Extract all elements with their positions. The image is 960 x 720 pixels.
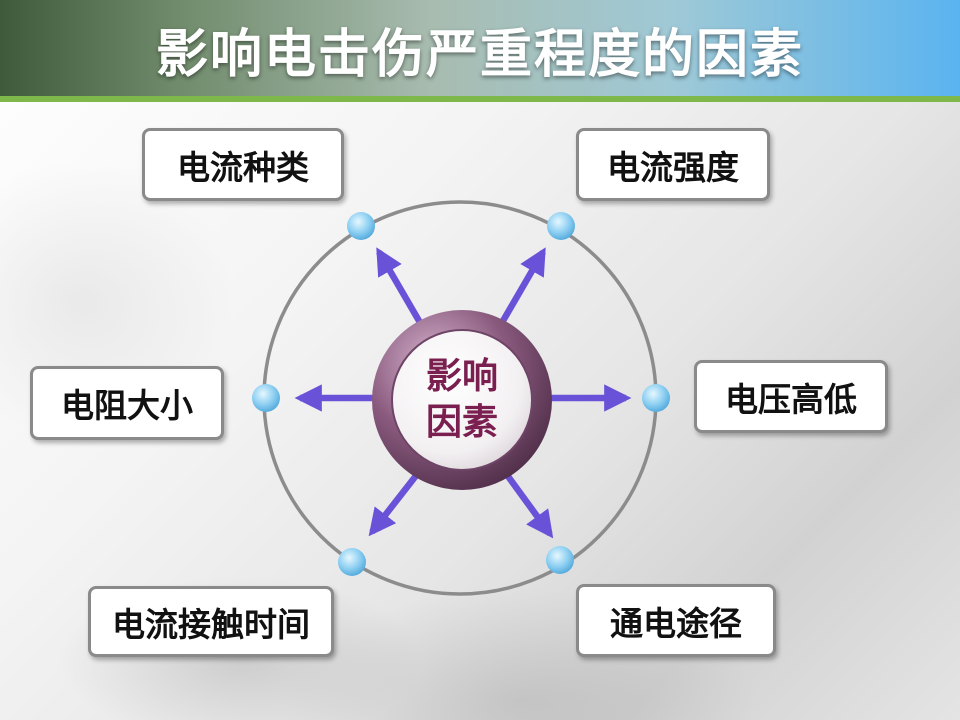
node-current-path <box>546 546 574 574</box>
node-voltage <box>642 384 670 412</box>
center-label-line2: 因素 <box>425 402 498 443</box>
factor-box-resistance: 电阻大小 <box>30 366 224 440</box>
factor-label: 通电途径 <box>610 603 742 643</box>
arrow-to-current-path <box>499 466 554 539</box>
node-resistance <box>252 384 280 412</box>
factor-label: 电流强度 <box>607 147 739 187</box>
factor-label: 电流种类 <box>177 147 309 187</box>
center-label-line1: 影响 <box>425 356 498 397</box>
page-title: 影响电击伤严重程度的因素 <box>155 25 804 85</box>
factor-box-contact-time: 电流接触时间 <box>88 586 334 657</box>
arrow-to-current-type <box>376 247 425 328</box>
factor-box-current-strength: 电流强度 <box>576 128 770 201</box>
center-disc <box>391 329 533 471</box>
arrow-to-current-strength <box>497 247 546 328</box>
factor-box-current-path: 通电途径 <box>576 584 776 657</box>
center-label: 影响 因素 <box>392 330 532 470</box>
title-bar <box>0 0 960 96</box>
node-contact-time <box>338 548 366 576</box>
factor-label: 电阻大小 <box>61 386 193 425</box>
arrow-to-contact-time <box>368 465 425 537</box>
title-underline <box>0 96 960 102</box>
factor-box-voltage: 电压高低 <box>694 360 888 433</box>
node-current-type <box>347 212 375 240</box>
node-current-strength <box>547 212 575 240</box>
factor-label: 电压高低 <box>725 379 857 419</box>
factor-label: 电流接触时间 <box>112 604 310 644</box>
factor-box-current-type: 电流种类 <box>142 128 344 201</box>
